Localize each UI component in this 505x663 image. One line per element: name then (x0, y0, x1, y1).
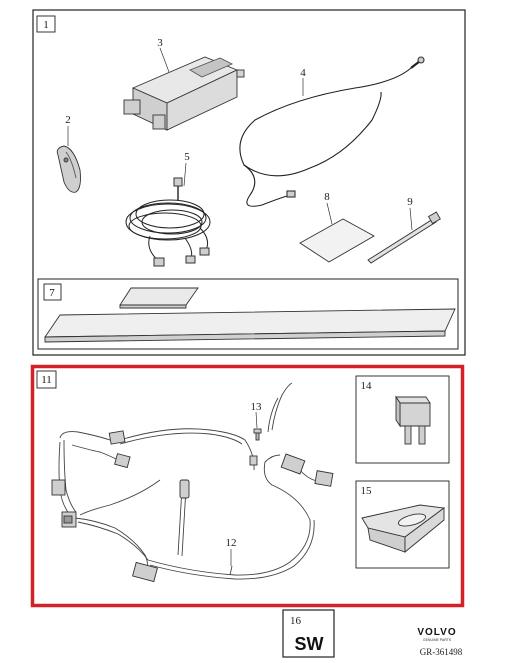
foam-pad-number: 7 (49, 287, 55, 299)
callout-12: 12 (226, 537, 237, 549)
clip-part (56, 145, 81, 193)
highlight-frame (30, 364, 465, 608)
label-sheet-part (299, 218, 375, 263)
holder-box-number: 15 (361, 485, 373, 497)
callout-3: 3 (157, 37, 163, 49)
fuse-part (395, 395, 431, 445)
fuse-box (355, 375, 450, 464)
control-module-part (123, 56, 245, 131)
callout-2: 2 (65, 114, 71, 126)
software-panel: 16 SW (282, 609, 335, 658)
harness-connectors (51, 430, 334, 583)
foam-pad-number-box (43, 283, 62, 301)
holder-box (355, 480, 450, 569)
callout-13: 13 (251, 401, 263, 413)
wiring-coil-part (125, 177, 211, 267)
brand-block: VOLVO GENUINE PARTS GR-361498 (417, 627, 462, 657)
upper-kit-number-box (36, 15, 56, 33)
callout-4: 4 (300, 67, 306, 79)
lower-kit-panel: 11 (30, 364, 465, 608)
foam-pad-frame (37, 278, 459, 350)
drawing-reference: GR-361498 (420, 647, 463, 657)
cable-tie-part (367, 211, 441, 264)
software-label: SW (295, 634, 324, 654)
upper-kit-number: 1 (43, 19, 49, 31)
screw-part (253, 428, 262, 441)
software-box (282, 609, 335, 658)
upper-kit-frame (32, 9, 466, 356)
fuse-box-number: 14 (361, 380, 373, 392)
foam-pad-part (44, 287, 456, 343)
callout-8: 8 (324, 191, 330, 203)
software-box-number: 16 (290, 615, 302, 627)
volvo-logo: VOLVO (417, 627, 456, 638)
harness-part (58, 382, 326, 580)
callout-9: 9 (407, 196, 413, 208)
holder-part (361, 504, 446, 553)
callout-5: 5 (184, 151, 190, 163)
antenna-cable-part (239, 56, 425, 207)
upper-kit-panel: 1 3 2 4 (32, 9, 466, 356)
genuine-parts-tagline: GENUINE PARTS (423, 638, 452, 642)
lower-kit-number-box (36, 370, 57, 389)
lower-kit-number: 11 (41, 374, 52, 386)
